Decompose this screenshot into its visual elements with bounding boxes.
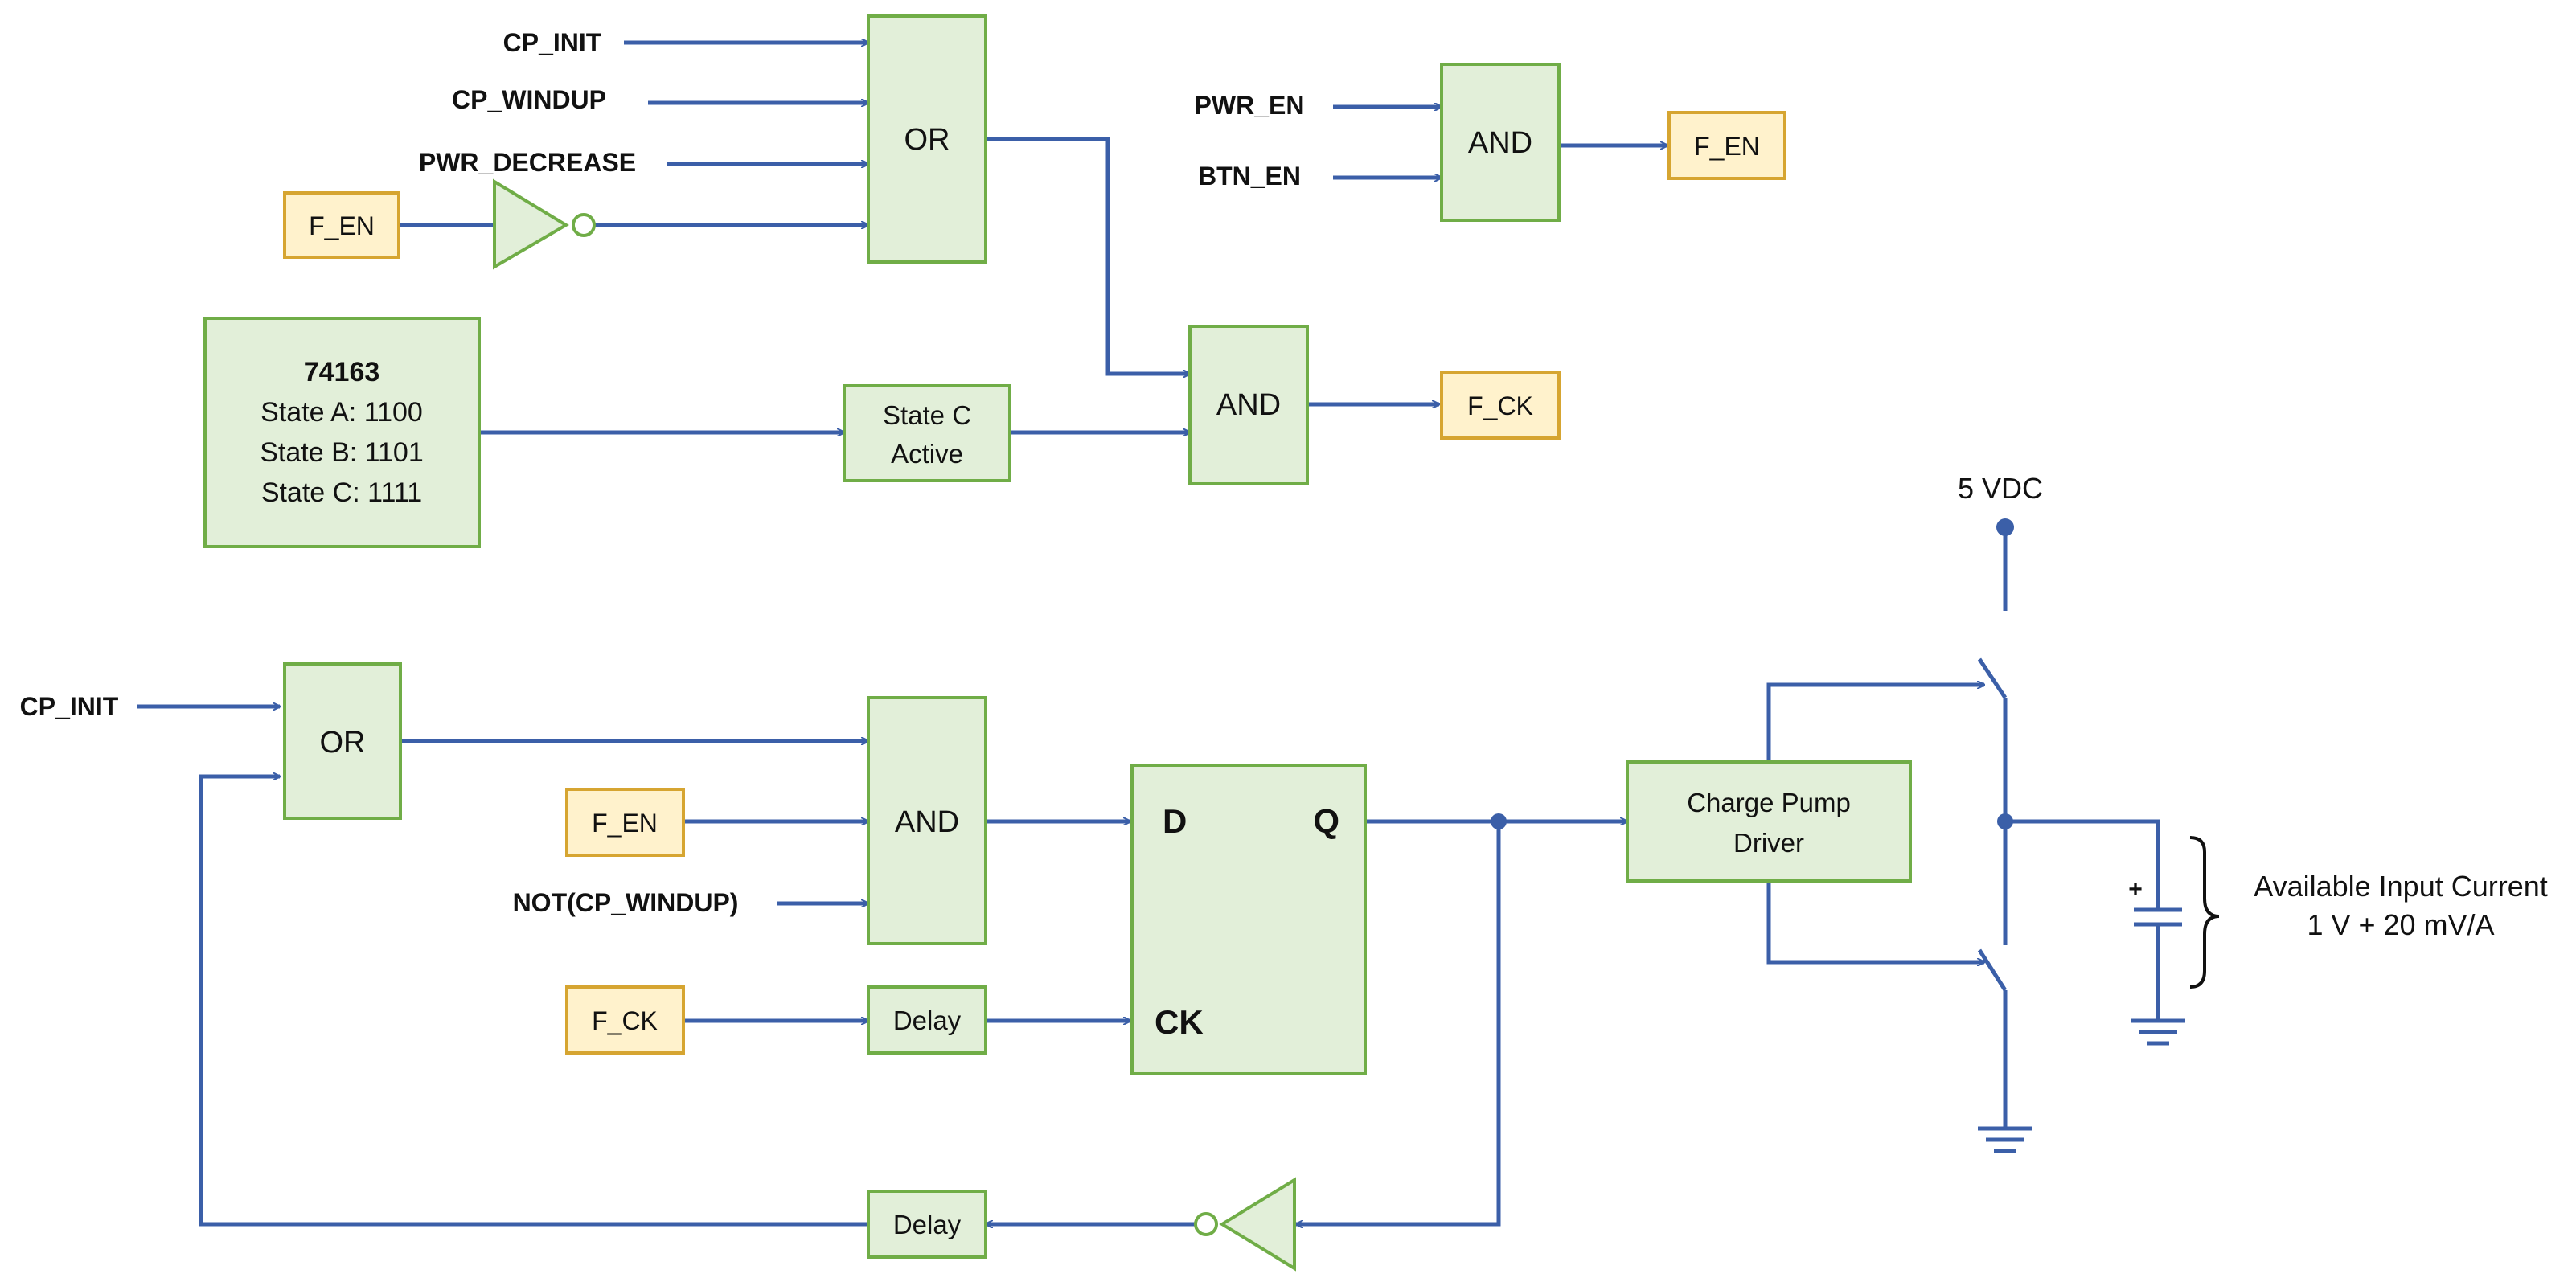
wire-delay-to-or-bottom	[199, 776, 868, 1227]
signal-f-en-output-box	[1667, 111, 1786, 180]
and-gate-middle-label: AND	[1216, 388, 1281, 422]
flip-flop-q-pin: Q	[1313, 802, 1339, 840]
inverter-feedback-bubble	[1194, 1212, 1218, 1236]
wire-midpoint-to-capacitor	[2005, 819, 2160, 910]
label-not-cp-windup: NOT(CP_WINDUP)	[513, 888, 739, 917]
signal-f-en-bottom-box	[565, 788, 685, 857]
signal-f-en-top-label: F_EN	[309, 211, 375, 240]
label-cp-init-bottom: CP_INIT	[20, 692, 119, 721]
counter-74163-block	[203, 317, 481, 548]
charge-pump-driver-block	[1626, 760, 1912, 883]
delay-clock-block	[867, 985, 987, 1055]
counter-title: 74163	[304, 357, 380, 387]
driver-line2: Driver	[1733, 828, 1804, 858]
or-gate-top-label: OR	[904, 123, 950, 157]
delay-feedback-block	[867, 1190, 987, 1259]
curly-brace	[2189, 836, 2220, 989]
supply-label: 5 VDC	[1958, 472, 2043, 505]
supply-terminal	[1996, 518, 2014, 536]
and-gate-bottom-label: AND	[895, 805, 959, 839]
label-pwr-decrease: PWR_DECREASE	[419, 148, 636, 177]
signal-f-en-output-label: F_EN	[1694, 132, 1760, 161]
counter-state-b: State B: 1101	[260, 437, 424, 468]
counter-state-a: State A: 1100	[260, 397, 423, 428]
wire-q-feedback-to-inverter	[1296, 821, 1501, 1224]
annotation-line2: 1 V + 20 mV/A	[2307, 908, 2494, 941]
label-cp-init: CP_INIT	[503, 28, 602, 57]
state-c-active-block	[843, 384, 1011, 482]
or-gate-top	[867, 14, 987, 264]
and-gate-middle	[1188, 325, 1309, 485]
wires	[137, 43, 1984, 1224]
signal-f-ck-bottom-box	[565, 985, 685, 1055]
inverter-top-bubble	[572, 213, 596, 237]
wire-driver-to-lower-switch	[1766, 881, 1984, 962]
or-gate-bottom-label: OR	[320, 726, 366, 760]
upper-switch-blade	[1977, 657, 2008, 699]
state-c-line1: State C	[883, 400, 971, 430]
signal-f-en-top-box	[283, 191, 400, 259]
label-cp-windup: CP_WINDUP	[452, 85, 606, 114]
signal-f-ck-output-box	[1440, 371, 1561, 440]
inverter-feedback	[1219, 1177, 1296, 1272]
label-btn-en: BTN_EN	[1198, 162, 1301, 190]
inverter-top	[493, 178, 569, 270]
and-gate-bottom	[867, 696, 987, 945]
driver-line1: Charge Pump	[1687, 788, 1851, 817]
lower-switch-blade	[1977, 948, 2008, 992]
ground-switch-icon	[1978, 1126, 2032, 1153]
junction-switch-midpoint	[1997, 813, 2013, 829]
delay-feedback-label: Delay	[893, 1210, 962, 1239]
flip-flop-ck-pin: CK	[1155, 1003, 1204, 1041]
and-gate-top-right-label: AND	[1468, 126, 1532, 160]
ground-capacitor-icon	[2131, 1018, 2185, 1046]
state-c-line2: Active	[891, 439, 963, 469]
signal-f-en-bottom-label: F_EN	[592, 809, 658, 838]
wire-or-to-and	[986, 137, 1190, 374]
or-gate-bottom	[283, 662, 402, 820]
capacitor-plus-sign: +	[2128, 876, 2143, 903]
delay-clock-label: Delay	[893, 1006, 962, 1035]
label-pwr-en: PWR_EN	[1195, 91, 1305, 120]
junction-q	[1491, 813, 1507, 829]
annotation-line1: Available Input Current	[2254, 870, 2548, 903]
capacitor-symbol	[2134, 907, 2182, 927]
signal-f-ck-output-label: F_CK	[1467, 391, 1533, 420]
counter-state-c: State C: 1111	[261, 477, 422, 508]
signal-f-ck-bottom-label: F_CK	[592, 1006, 658, 1035]
flip-flop-d-pin: D	[1163, 802, 1187, 840]
wire-driver-to-upper-switch	[1766, 685, 1984, 762]
and-gate-top-right	[1440, 63, 1561, 222]
d-flip-flop	[1130, 764, 1367, 1075]
